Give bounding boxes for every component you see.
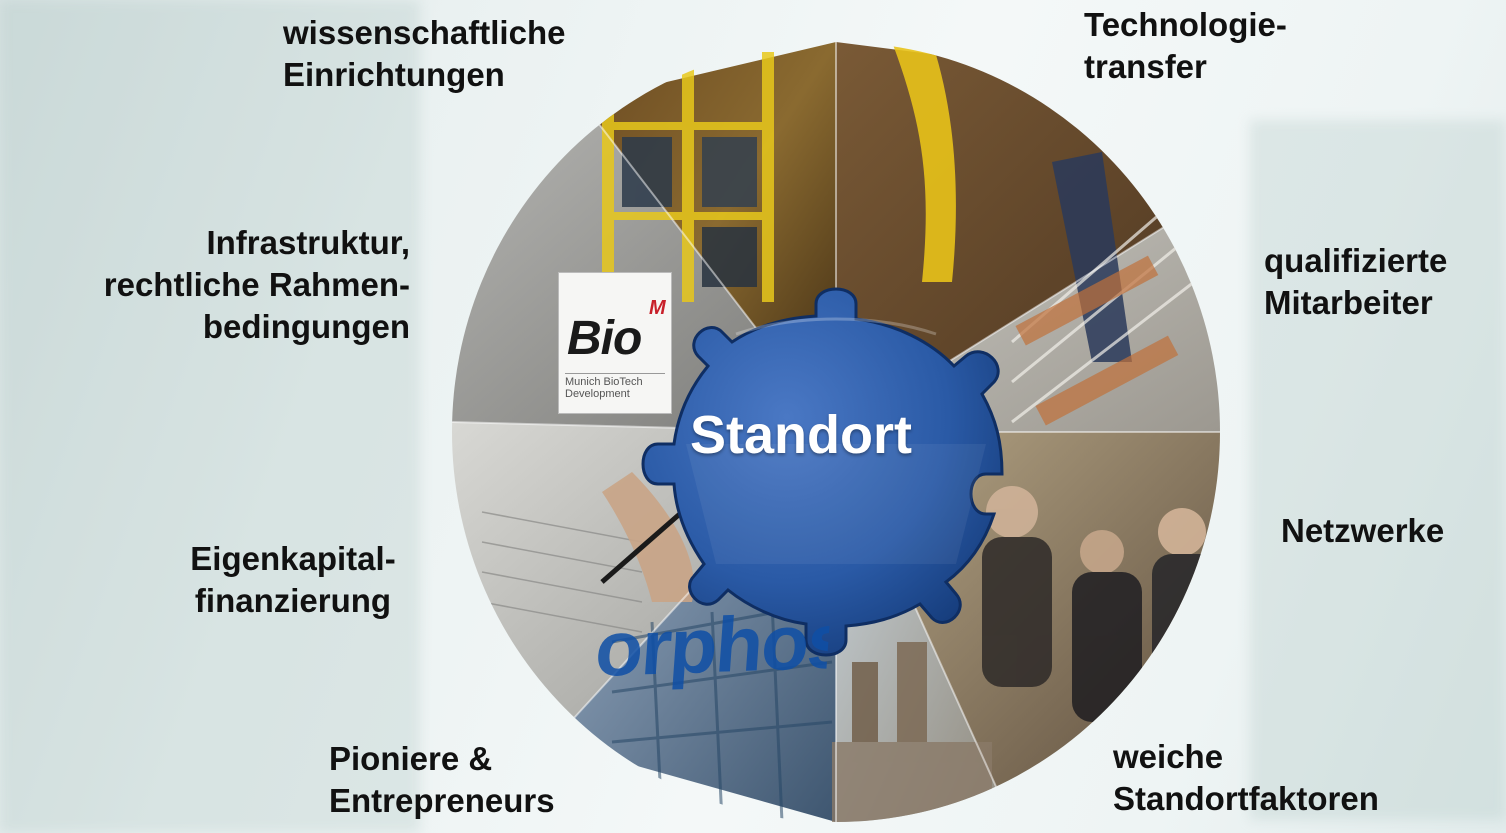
label-eigenkapitalfinanzierung: Eigenkapital- finanzierung (190, 540, 396, 619)
label-qualifizierte-mitarbeiter: qualifizierte Mitarbeiter (1264, 242, 1448, 321)
center-label-standort: Standort (690, 405, 912, 465)
bio-logo-text: Bio (567, 312, 642, 365)
background-shape (1250, 120, 1506, 820)
label-weiche-standortfaktoren: weiche Standortfaktoren (1113, 738, 1379, 817)
building-sign-text: orphos (592, 596, 832, 694)
bio-m-logo: Bio M Munich BioTech Development (558, 272, 672, 414)
label-technologietransfer: Technologie- transfer (1084, 6, 1287, 85)
puzzle-piece (641, 287, 1004, 657)
photo-collage-wheel (452, 42, 1220, 822)
label-pioniere-entrepreneurs: Pioniere & Entrepreneurs (329, 740, 555, 819)
bio-logo-subtitle: Munich BioTech Development (565, 373, 665, 400)
label-wissenschaftliche-einrichtungen: wissenschaftliche Einrichtungen (283, 14, 566, 93)
background-shape (0, 0, 420, 833)
label-netzwerke: Netzwerke (1281, 512, 1445, 549)
label-infrastruktur: Infrastruktur, rechtliche Rahmen- beding… (103, 224, 410, 345)
bio-logo-m: M (649, 297, 666, 319)
